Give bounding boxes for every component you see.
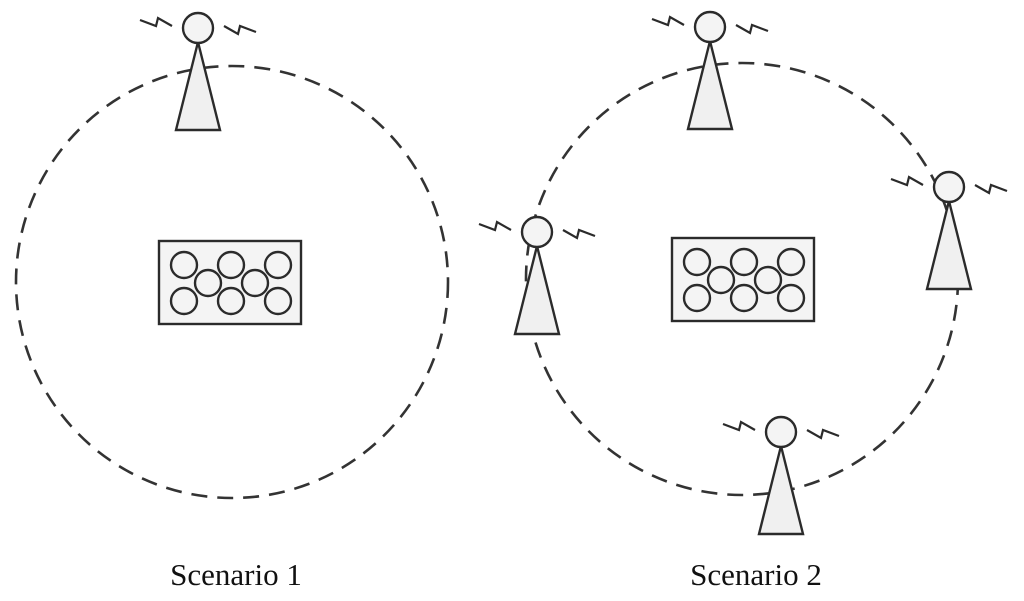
base-station-tower-icon <box>477 215 597 336</box>
scenario-caption: Scenario 2 <box>690 557 822 592</box>
base-station-tower-icon <box>650 10 770 131</box>
scenario-2-panel: Scenario 2 <box>477 10 1009 592</box>
scenario-1-panel: Scenario 1 <box>14 11 450 592</box>
device-cluster-icon <box>157 239 303 326</box>
base-station-tower-icon <box>889 170 1009 291</box>
base-station-tower-icon <box>138 11 258 132</box>
device-cluster-icon <box>670 236 816 323</box>
base-station-tower-icon <box>721 415 841 536</box>
scenario-caption: Scenario 1 <box>170 557 302 592</box>
coverage-area-circle <box>14 64 450 500</box>
